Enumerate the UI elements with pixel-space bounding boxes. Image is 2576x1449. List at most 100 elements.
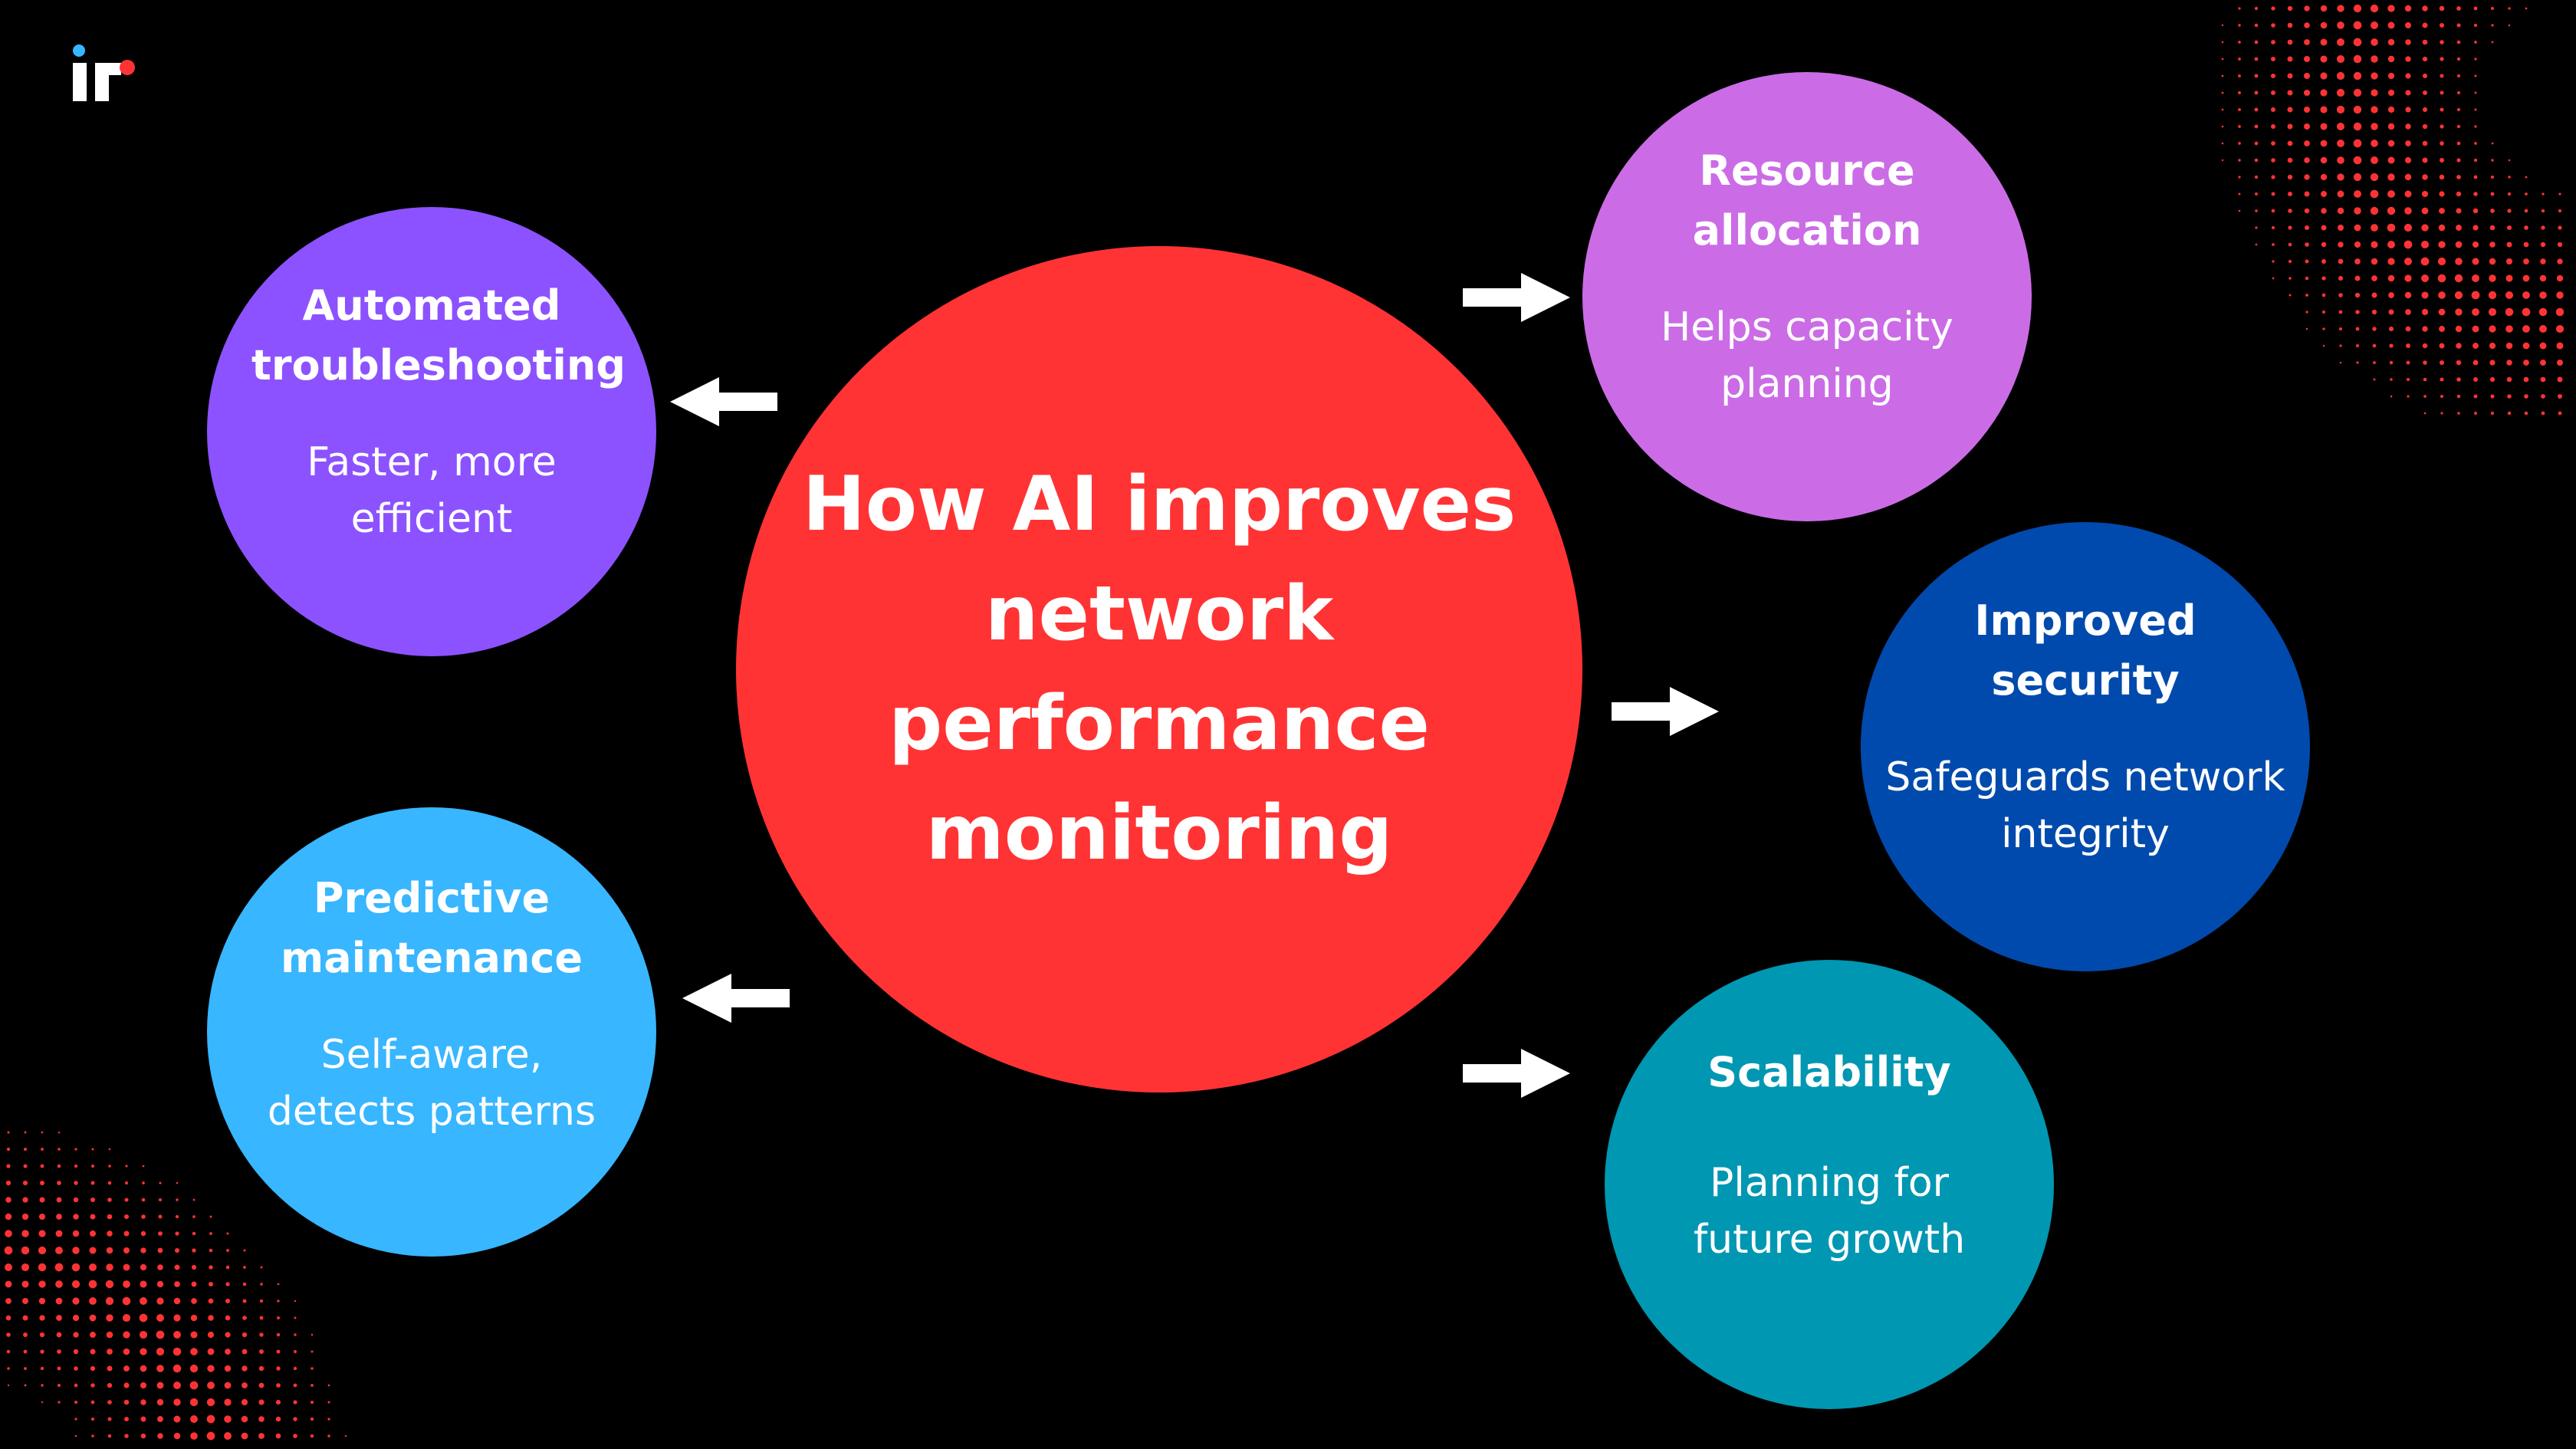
decorative-dot	[2287, 56, 2293, 62]
decorative-dot	[2371, 224, 2378, 232]
decorative-dot	[2238, 41, 2241, 44]
decorative-dot	[2421, 274, 2429, 282]
decorative-dot	[2523, 360, 2529, 366]
decorative-dot	[172, 1347, 182, 1356]
dot-pattern-decoration	[2221, 4, 2564, 416]
decorative-dot	[2372, 343, 2377, 348]
decorative-dot	[2371, 72, 2378, 80]
decorative-dot	[2371, 89, 2378, 97]
decorative-dot	[192, 1231, 196, 1236]
decorative-dot	[2473, 175, 2478, 179]
decorative-dot	[107, 1181, 112, 1185]
decorative-dot	[2304, 191, 2310, 197]
decorative-dot	[2472, 274, 2479, 282]
decorative-dot	[2505, 291, 2514, 300]
decorative-dot	[156, 1280, 164, 1288]
decorative-dot	[2387, 156, 2395, 164]
decorative-dot	[327, 1418, 330, 1421]
decorative-dot	[2305, 327, 2308, 330]
decorative-dot	[2440, 57, 2444, 61]
decorative-dot	[206, 1398, 215, 1407]
decorative-dot	[2440, 394, 2444, 399]
decorative-dot	[2320, 5, 2328, 12]
decorative-dot	[2455, 241, 2463, 248]
decorative-dot	[174, 1247, 180, 1254]
decorative-dot	[74, 1434, 77, 1438]
decorative-dot	[310, 1384, 314, 1387]
decorative-dot	[2303, 72, 2311, 80]
decorative-dot	[2438, 291, 2446, 299]
decorative-dot	[2354, 241, 2361, 248]
decorative-dot	[2522, 325, 2530, 333]
decorative-dot	[107, 1382, 113, 1388]
decorative-dot	[310, 1367, 314, 1370]
decorative-dot	[2338, 293, 2343, 297]
node-predictive-maintenance: Predictive maintenance Self-aware, detec…	[207, 807, 656, 1257]
decorative-dot	[2472, 241, 2479, 248]
decorative-dot	[39, 1197, 45, 1203]
center-node: How AI improves network performance moni…	[736, 246, 1582, 1092]
decorative-dot	[2404, 5, 2412, 12]
decorative-dot	[225, 1282, 230, 1286]
decorative-dot	[2387, 72, 2395, 80]
decorative-dot	[2542, 192, 2545, 196]
decorative-dot	[2254, 107, 2259, 112]
decorative-dot	[175, 1231, 179, 1236]
decorative-dot	[2389, 360, 2394, 365]
decorative-dot	[2539, 291, 2547, 299]
decorative-dot	[310, 1434, 314, 1438]
decorative-dot	[5, 1298, 12, 1304]
decorative-dot	[2439, 343, 2445, 349]
decorative-dot	[2221, 108, 2224, 111]
decorative-dot	[123, 1230, 130, 1237]
decorative-dot	[123, 1280, 130, 1288]
decorative-dot	[107, 1198, 112, 1202]
decorative-dot	[276, 1349, 281, 1354]
decorative-dot	[2320, 72, 2328, 80]
decorative-dot	[2507, 394, 2512, 399]
decorative-dot	[91, 1165, 94, 1168]
decorative-dot	[58, 1148, 61, 1151]
decorative-dot	[277, 1300, 280, 1303]
decorative-dot	[7, 1131, 10, 1134]
decorative-dot	[2353, 21, 2362, 30]
decorative-dot	[107, 1214, 113, 1220]
decorative-dot	[74, 1383, 78, 1388]
decorative-dot	[2489, 242, 2496, 248]
decorative-dot	[2305, 294, 2308, 297]
decorative-dot	[310, 1333, 314, 1336]
decorative-dot	[2505, 325, 2513, 333]
decorative-dot	[2371, 309, 2377, 315]
decorative-dot	[2238, 176, 2241, 179]
decorative-dot	[190, 1415, 198, 1423]
decorative-dot	[23, 1164, 28, 1168]
node-description: Planning for future growth	[1693, 1160, 1966, 1263]
decorative-dot	[2354, 258, 2361, 264]
decorative-dot	[2423, 412, 2426, 415]
decorative-dot	[2557, 242, 2563, 248]
decorative-dot	[2337, 140, 2344, 147]
decorative-dot	[55, 1280, 63, 1288]
decorative-dot	[173, 1415, 181, 1423]
decorative-dot	[72, 1230, 80, 1237]
decorative-dot	[173, 1297, 181, 1305]
decorative-dot	[2288, 192, 2292, 196]
decorative-dot	[2405, 73, 2411, 79]
decorative-dot	[140, 1297, 147, 1305]
decorative-dot	[209, 1215, 212, 1218]
decorative-dot	[2271, 141, 2275, 146]
decorative-dot	[2320, 38, 2328, 46]
decorative-dot	[2288, 277, 2292, 280]
decorative-dot	[2524, 411, 2528, 416]
decorative-dot	[74, 1148, 77, 1151]
decorative-dot	[206, 1414, 215, 1424]
decorative-dot	[90, 1332, 96, 1338]
decorative-dot	[2287, 22, 2293, 28]
decorative-dot	[2472, 308, 2479, 316]
decorative-dot	[21, 1213, 29, 1221]
decorative-dot	[2473, 158, 2478, 163]
decorative-dot	[2422, 90, 2428, 96]
decorative-dot	[241, 1398, 248, 1406]
decorative-dot	[2423, 377, 2427, 382]
decorative-dot	[225, 1315, 231, 1321]
